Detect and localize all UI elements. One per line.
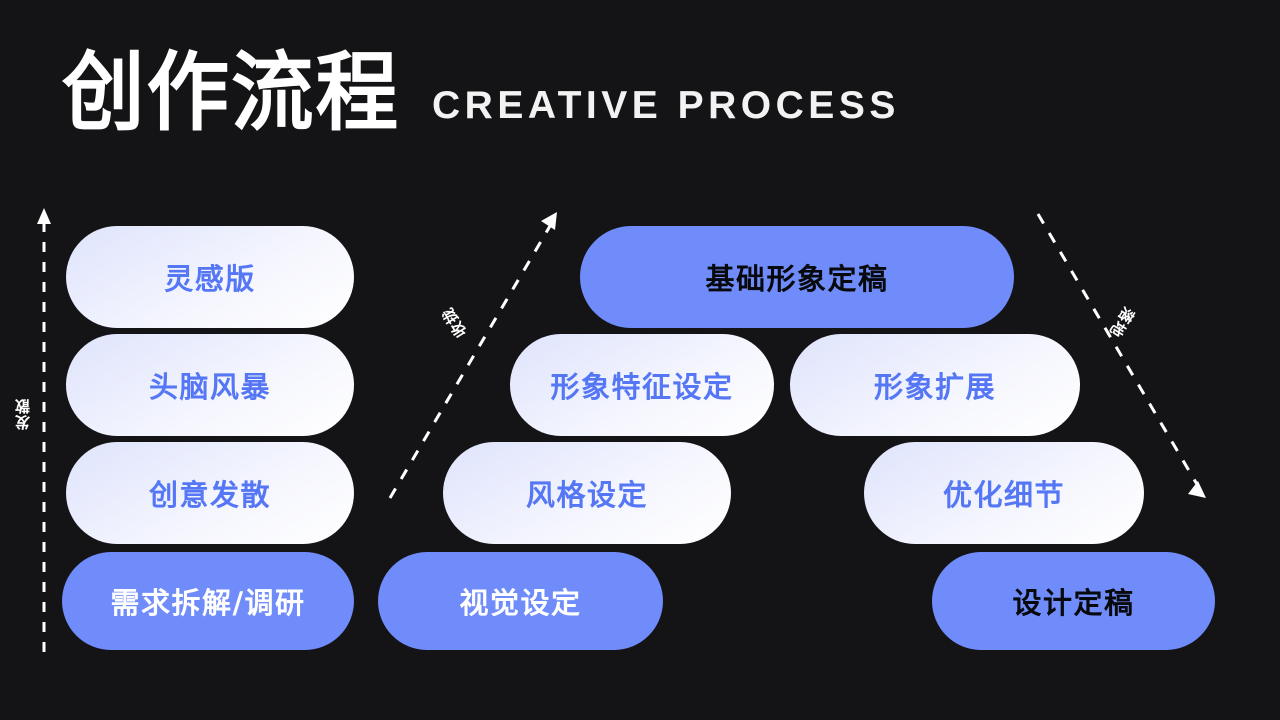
step-pill-style-setting[interactable]: 风格设定 [443, 442, 731, 544]
title-english: CREATIVE PROCESS [432, 84, 900, 127]
pill-label: 灵感版 [164, 262, 256, 296]
step-pill-brainstorm[interactable]: 头脑风暴 [66, 334, 354, 436]
step-pill-visual-setting[interactable]: 视觉设定 [378, 552, 663, 650]
phase-label-diverge: 发散 [14, 398, 32, 430]
phase-label-land: 落地 [1105, 303, 1138, 341]
pill-label: 需求拆解/调研 [110, 586, 306, 620]
pill-label: 创意发散 [148, 478, 271, 512]
step-pill-detail-refine[interactable]: 优化细节 [864, 442, 1144, 544]
step-pill-image-extension[interactable]: 形象扩展 [790, 334, 1080, 436]
step-pill-image-traits[interactable]: 形象特征设定 [510, 334, 774, 436]
step-pill-base-image-final[interactable]: 基础形象定稿 [580, 226, 1014, 328]
diverge-axis-arrow [32, 208, 60, 660]
pill-label: 形象特征设定 [550, 370, 734, 404]
pill-label: 视觉设定 [459, 586, 582, 620]
pill-label: 优化细节 [942, 478, 1065, 512]
title-chinese: 创作流程 [62, 43, 400, 143]
step-pill-requirement-research[interactable]: 需求拆解/调研 [62, 552, 354, 650]
step-pill-creative-diverge[interactable]: 创意发散 [66, 442, 354, 544]
step-pill-design-final[interactable]: 设计定稿 [932, 552, 1215, 650]
pill-label: 头脑风暴 [148, 370, 271, 404]
phase-label-converge: 收拢 [438, 303, 471, 341]
page-title: 创作流程 CREATIVE PROCESS [62, 50, 900, 136]
step-pill-inspiration-board[interactable]: 灵感版 [66, 226, 354, 328]
pill-label: 设计定稿 [1012, 586, 1135, 620]
pill-label: 风格设定 [525, 478, 648, 512]
pill-label: 基础形象定稿 [705, 262, 889, 296]
pill-label: 形象扩展 [873, 370, 996, 404]
